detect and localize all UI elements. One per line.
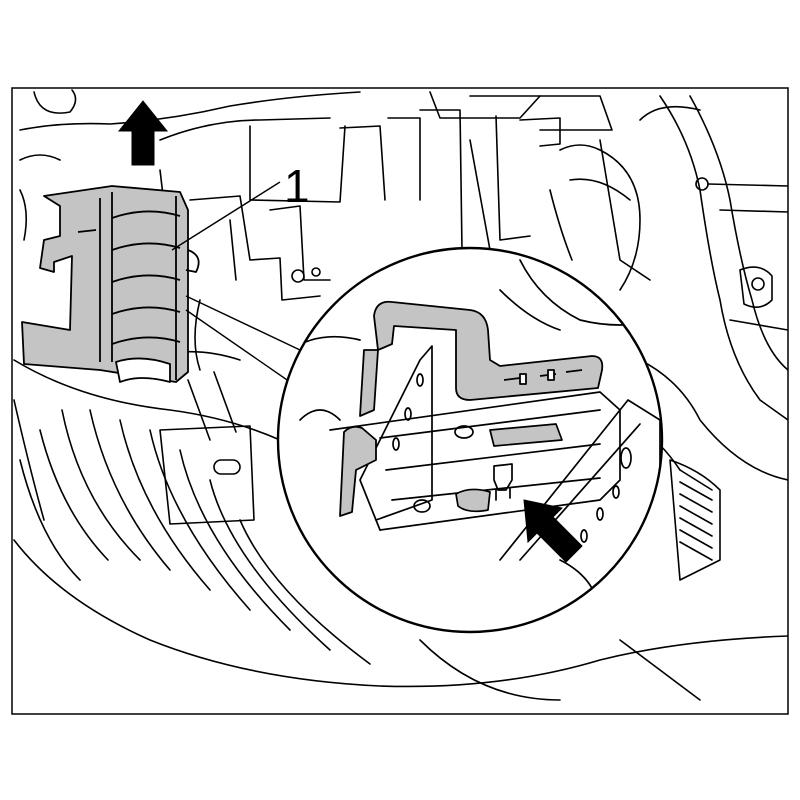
detail-pointer-arrow — [523, 499, 583, 563]
clip-part — [21, 185, 200, 383]
callout-label-1: 1 — [284, 160, 310, 212]
removal-direction-arrow — [117, 100, 169, 166]
callout-leaders — [171, 181, 301, 383]
detail-magnifier — [276, 246, 664, 634]
